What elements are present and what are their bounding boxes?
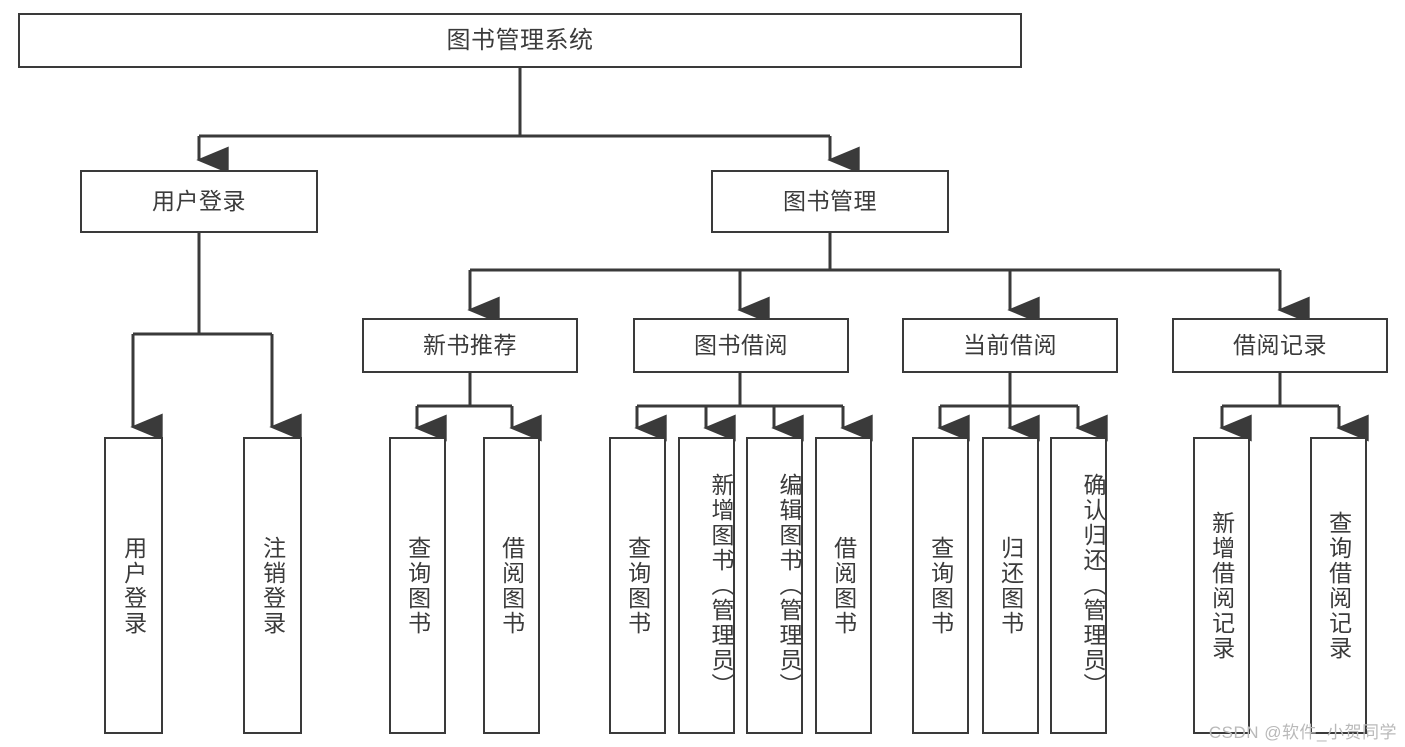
node-leaf-query-book-2[interactable]: 查询图书 (609, 437, 666, 734)
node-leaf-add-record-label: 新增借阅记录 (1208, 510, 1235, 661)
node-leaf-add-record[interactable]: 新增借阅记录 (1193, 437, 1250, 734)
node-leaf-borrow-book-2-label: 借阅图书 (830, 535, 857, 636)
node-leaf-query-record-label: 查询借阅记录 (1325, 510, 1352, 661)
node-book-management-label: 图书管理 (783, 188, 877, 215)
node-borrow-record[interactable]: 借阅记录 (1172, 318, 1388, 373)
node-leaf-borrow-book-1-label: 借阅图书 (498, 535, 525, 636)
node-leaf-query-book-2-label: 查询图书 (624, 535, 651, 636)
node-root-label: 图书管理系统 (446, 26, 594, 54)
node-user-login[interactable]: 用户登录 (80, 170, 318, 233)
node-leaf-add-book[interactable]: 新增图书（管理员） (678, 437, 735, 734)
node-book-management[interactable]: 图书管理 (711, 170, 949, 233)
node-leaf-query-book-1-label: 查询图书 (404, 535, 431, 636)
node-leaf-logout-login-label: 注销登录 (259, 535, 286, 636)
node-leaf-edit-book-label: 编辑图书（管理员） (776, 473, 802, 698)
node-leaf-return-book[interactable]: 归还图书 (982, 437, 1039, 734)
node-borrow-record-label: 借阅记录 (1233, 332, 1327, 359)
node-leaf-query-record[interactable]: 查询借阅记录 (1310, 437, 1367, 734)
node-leaf-confirm-return-label: 确认归还（管理员） (1080, 473, 1106, 698)
node-user-login-label: 用户登录 (152, 188, 246, 215)
node-leaf-borrow-book-1[interactable]: 借阅图书 (483, 437, 540, 734)
node-book-borrow[interactable]: 图书借阅 (633, 318, 849, 373)
node-leaf-user-login[interactable]: 用户登录 (104, 437, 163, 734)
node-leaf-confirm-return[interactable]: 确认归还（管理员） (1050, 437, 1107, 734)
node-new-book-recommend-label: 新书推荐 (423, 332, 517, 359)
node-current-borrow-label: 当前借阅 (963, 332, 1057, 359)
node-root[interactable]: 图书管理系统 (18, 13, 1022, 68)
node-leaf-query-book-1[interactable]: 查询图书 (389, 437, 446, 734)
node-leaf-user-login-label: 用户登录 (120, 535, 147, 636)
node-leaf-query-book-3-label: 查询图书 (927, 535, 954, 636)
node-leaf-add-book-label: 新增图书（管理员） (708, 473, 734, 698)
node-new-book-recommend[interactable]: 新书推荐 (362, 318, 578, 373)
node-leaf-return-book-label: 归还图书 (997, 535, 1024, 636)
node-leaf-borrow-book-2[interactable]: 借阅图书 (815, 437, 872, 734)
node-book-borrow-label: 图书借阅 (694, 332, 788, 359)
node-leaf-logout-login[interactable]: 注销登录 (243, 437, 302, 734)
node-leaf-edit-book[interactable]: 编辑图书（管理员） (746, 437, 803, 734)
node-current-borrow[interactable]: 当前借阅 (902, 318, 1118, 373)
node-leaf-query-book-3[interactable]: 查询图书 (912, 437, 969, 734)
